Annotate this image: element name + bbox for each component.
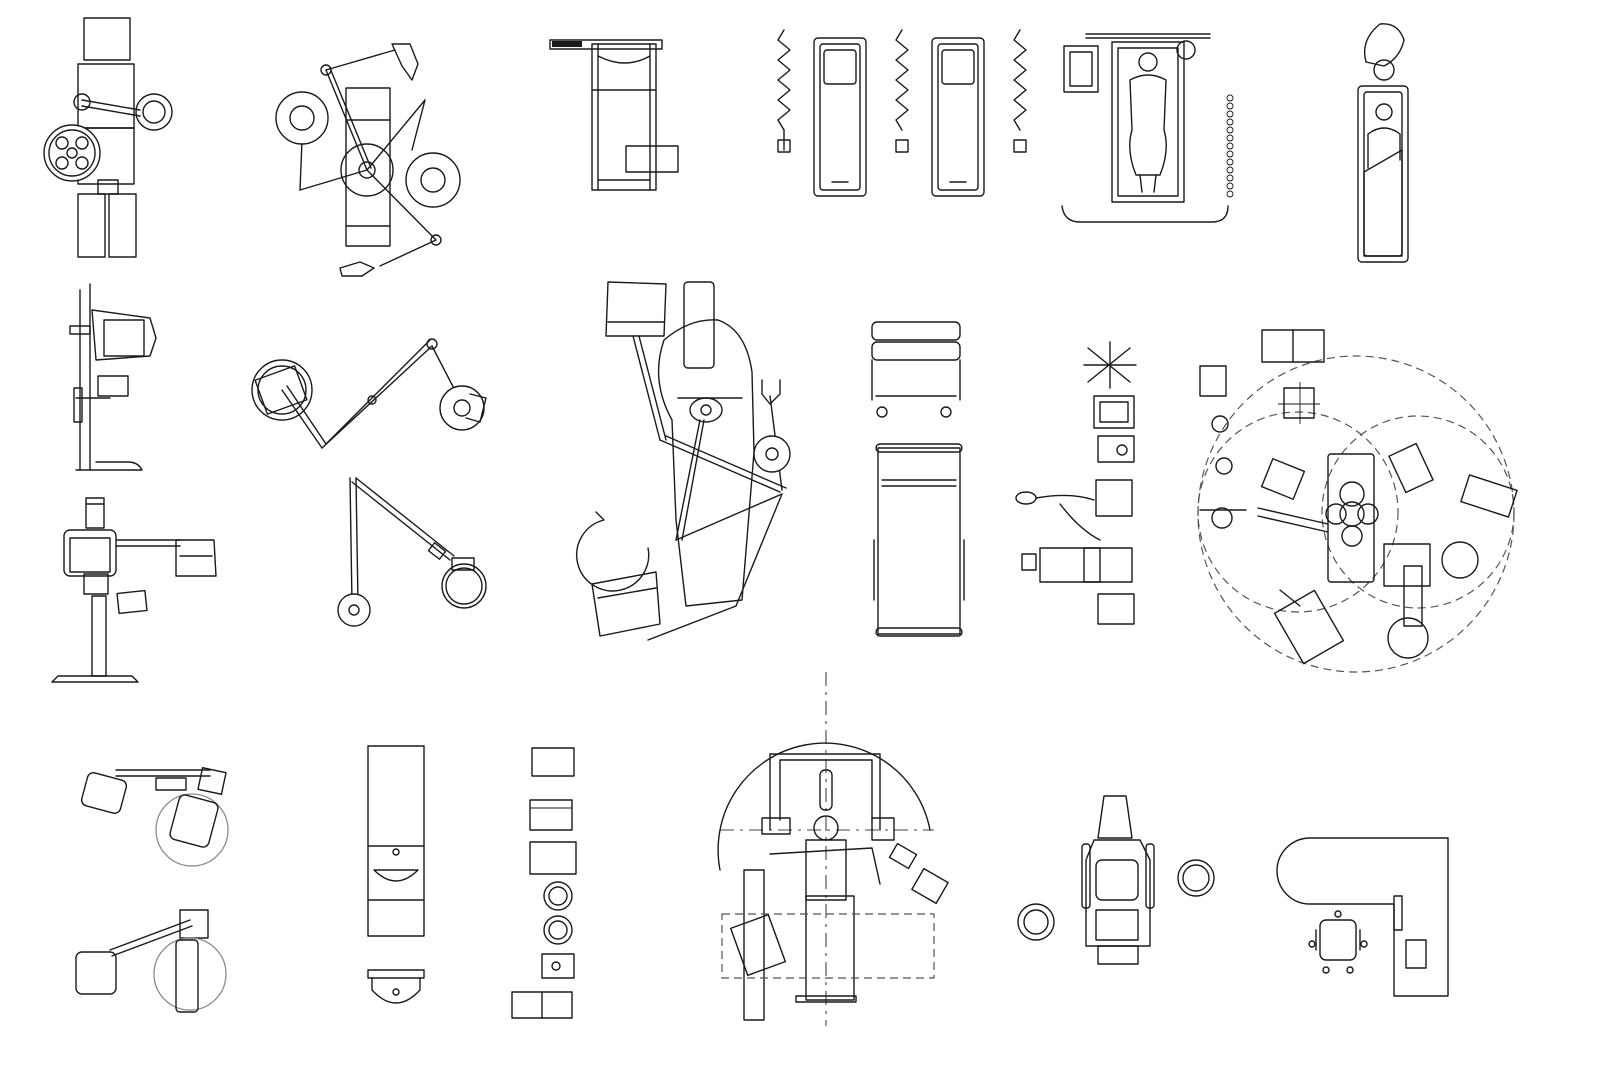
operating-room-layout <box>1197 329 1518 673</box>
operating-table-side <box>549 39 679 191</box>
dental-chair-and-stools <box>1017 795 1215 965</box>
transport-cart-and-table <box>871 321 965 637</box>
desk-with-chair <box>1276 837 1449 997</box>
panoramic-xray-side <box>69 283 157 471</box>
patient-bed-with-drape <box>1061 33 1234 223</box>
panoramic-xray-front <box>51 497 217 683</box>
dental-chair-unit <box>576 281 791 641</box>
anesthesia-equipment-set <box>1015 341 1137 625</box>
c-arm-room-layout <box>717 672 949 1026</box>
stretchers-with-springs <box>777 29 1027 197</box>
surgical-light-stand <box>43 17 173 258</box>
dual-arm-ceiling-lamp <box>275 43 461 277</box>
wall-cabinet-and-sink <box>367 745 425 1004</box>
articulated-lamp-arm <box>251 338 487 449</box>
patient-on-trolley <box>1357 23 1409 263</box>
pendant-lamp-arm <box>337 477 487 627</box>
ceiling-xray-arms <box>75 767 229 1013</box>
cabinets-and-stools <box>511 747 577 1019</box>
